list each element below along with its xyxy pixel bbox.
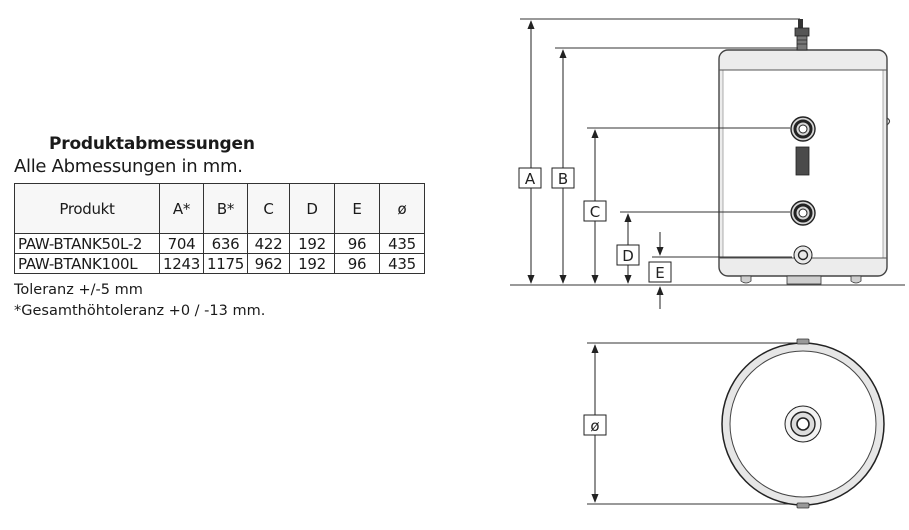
tolerance-note: Toleranz +/-5 mm [14, 282, 143, 298]
tank-top-view [587, 338, 885, 509]
dimensions-table: Produkt A* B* C D E ø PAW-BTANK50L-2 704… [14, 183, 425, 274]
dimension-a: A [518, 20, 542, 284]
lower-connection [790, 200, 816, 226]
cell-d: 192 [288, 233, 335, 254]
header-cell-a: A* [159, 183, 204, 234]
label-c: C [590, 203, 600, 221]
label-b: B [558, 170, 568, 188]
header-cell-e: E [333, 183, 380, 234]
top-view-fitting [796, 417, 810, 431]
foot-center [786, 275, 822, 285]
drain-connection [793, 245, 813, 265]
table-header-row: Produkt A* B* C D E ø [14, 183, 425, 234]
header-cell-product: Produkt [14, 183, 160, 234]
height-tolerance-note: *Gesamthöhtoleranz +0 / -13 mm. [14, 303, 266, 319]
header-cell-c: C [246, 183, 290, 234]
cell-diameter: 435 [378, 253, 425, 274]
dimension-diameter: ø [583, 344, 607, 503]
dimension-e: E [648, 232, 672, 309]
cell-b: 1175 [202, 253, 248, 274]
units-subtitle: Alle Abmessungen in mm. [14, 156, 243, 177]
cell-d: 192 [288, 253, 335, 274]
foot-left [740, 275, 752, 284]
section-title: Produktabmessungen [49, 134, 255, 154]
dimension-d: D [616, 213, 640, 284]
sensor-sleeve [795, 146, 810, 176]
cell-e: 96 [333, 233, 380, 254]
dimension-c: C [583, 129, 607, 284]
top-fitting [794, 19, 810, 51]
cell-a: 704 [159, 233, 204, 254]
cell-product: PAW-BTANK50L-2 [14, 233, 160, 254]
foot-right [850, 275, 862, 284]
header-cell-diameter: ø [378, 183, 425, 234]
table-row: PAW-BTANK50L-2 704 636 422 192 96 435 [14, 233, 425, 254]
upper-connection [790, 116, 816, 142]
cell-c: 962 [246, 253, 290, 274]
header-cell-b: B* [202, 183, 248, 234]
dimension-b: B [551, 49, 575, 284]
tank-side-view [510, 19, 905, 286]
cell-e: 96 [333, 253, 380, 274]
table-row: PAW-BTANK100L 1243 1175 962 192 96 435 [14, 253, 425, 274]
label-e: E [655, 264, 664, 282]
label-a: A [525, 170, 536, 188]
label-diameter: ø [590, 417, 599, 435]
cell-a: 1243 [159, 253, 204, 274]
header-cell-d: D [288, 183, 335, 234]
cell-product: PAW-BTANK100L [14, 253, 160, 274]
cell-c: 422 [246, 233, 290, 254]
label-d: D [622, 247, 634, 265]
extension-lines [520, 18, 800, 258]
